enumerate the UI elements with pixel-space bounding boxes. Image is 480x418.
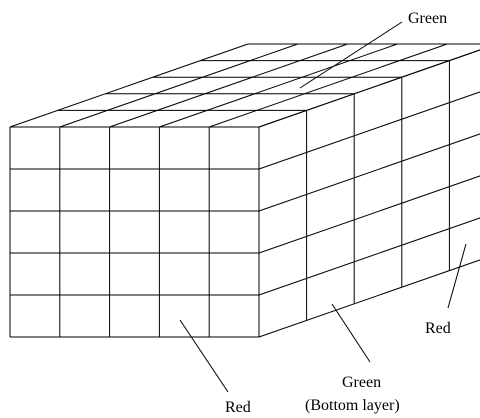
cube-grid	[9, 43, 480, 338]
leader-top-green	[299, 21, 403, 89]
leader-side-red	[447, 243, 467, 309]
side-depth-line	[258, 259, 480, 338]
side-depth-line	[258, 133, 480, 212]
side-depth-line	[258, 217, 480, 296]
top-depth-line	[159, 43, 398, 128]
side-depth-line	[258, 175, 480, 254]
top-depth-line	[59, 43, 298, 128]
top-depth-line	[258, 49, 480, 128]
top-depth-line	[109, 43, 348, 128]
side-depth-line	[258, 49, 480, 128]
label-bottom-green: Green	[342, 374, 381, 391]
label-front-red: Red	[225, 399, 251, 416]
side-depth-line	[258, 91, 480, 170]
leader-front-red	[179, 319, 229, 393]
label-side-red: Red	[425, 320, 451, 337]
leader-bottom-green	[331, 303, 371, 363]
label-top-green: Green	[408, 10, 447, 27]
top-depth-line	[9, 43, 249, 128]
top-depth-line	[209, 43, 448, 128]
label-bottom-layer: (Bottom layer)	[305, 397, 400, 414]
